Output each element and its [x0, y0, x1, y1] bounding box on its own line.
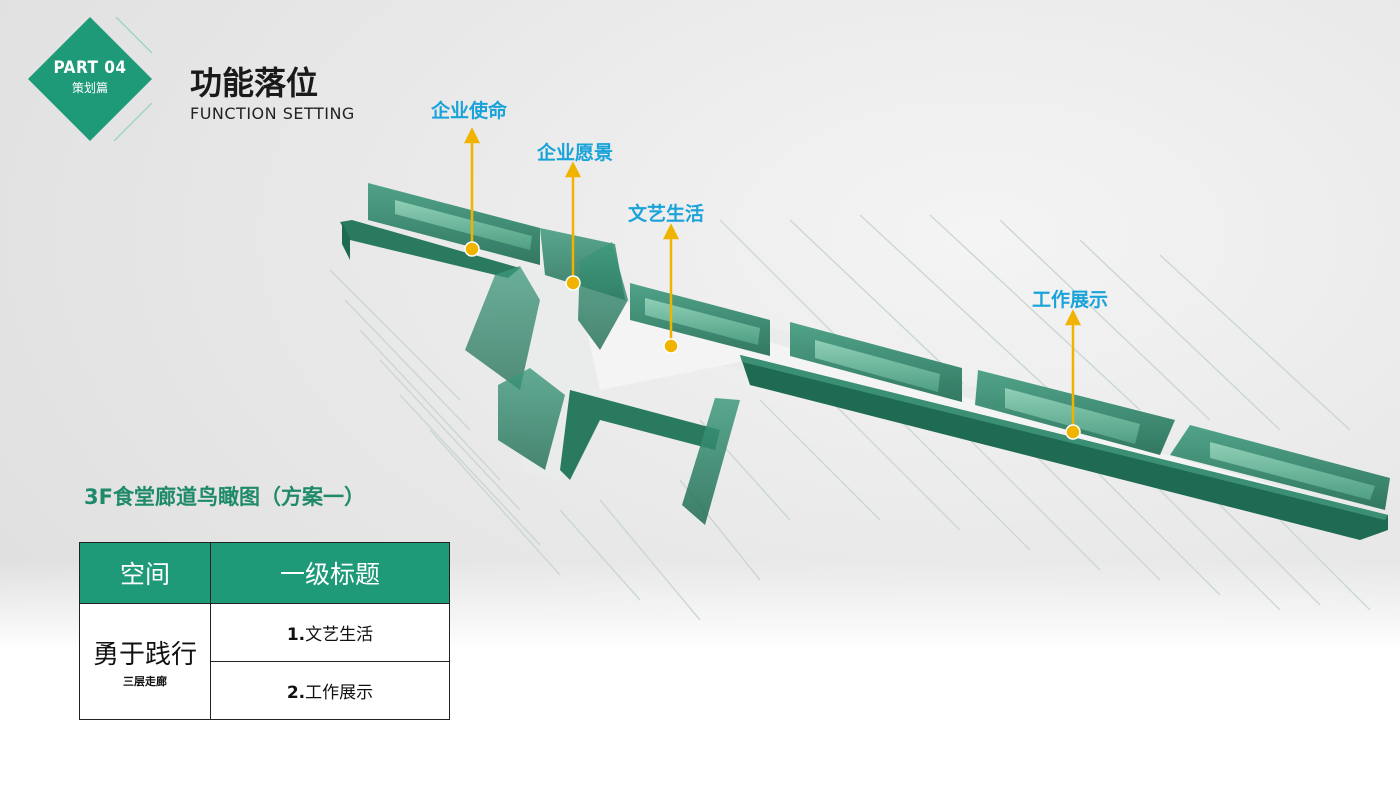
- table-row: 勇于践行 三层走廊 1.文艺生活: [79, 603, 450, 720]
- part-badge-text: PART 04 策划篇: [28, 58, 152, 96]
- table-header-row: 空间 一级标题: [79, 542, 450, 604]
- display-wall-6: [1170, 425, 1390, 510]
- part-badge: [28, 17, 152, 141]
- callout-arrows: [463, 127, 1082, 431]
- callout-markers: [464, 241, 1081, 440]
- front-wall-top: [740, 355, 1388, 520]
- space-cell: 勇于践行 三层走廊: [79, 603, 211, 720]
- row-text: 文艺生活: [305, 625, 374, 645]
- page-subtitle: FUNCTION SETTING: [190, 104, 355, 123]
- wall-lower-left: [498, 368, 565, 470]
- page-title: 功能落位: [190, 64, 319, 102]
- wall-pillar-left: [465, 266, 540, 390]
- wall-pillar-center: [578, 242, 628, 350]
- figure-caption: 3F食堂廊道鸟瞰图（方案一）: [84, 485, 365, 509]
- wall-lower-corner: [560, 390, 720, 480]
- part-sub-label: 策划篇: [71, 81, 108, 95]
- display-wall-4: [790, 322, 962, 402]
- row-number: 2.: [286, 683, 306, 703]
- callout-mission: 企业使命: [431, 100, 508, 122]
- function-table: 空间 一级标题 勇于践行 三层走廊 1.文艺生活 2.工作展示: [79, 542, 450, 720]
- floor-hatching: [329, 214, 1371, 621]
- table-header-space: 空间: [79, 542, 211, 604]
- wall-left-outer: [342, 222, 350, 260]
- display-wall-3: [630, 283, 770, 356]
- wall-lower-post: [682, 398, 740, 525]
- title-cell-2: 2.工作展示: [210, 661, 450, 720]
- callout-work-display: 工作展示: [1032, 289, 1109, 311]
- table-row: 2.工作展示: [80, 661, 450, 720]
- display-wall-1: [368, 183, 540, 265]
- row-number: 1.: [286, 625, 306, 645]
- wall-left-upper: [340, 220, 520, 278]
- part-label: PART 04: [53, 58, 127, 78]
- space-sub-label: 三层走廊: [123, 675, 167, 688]
- title-cell-1: 1.文艺生活: [210, 603, 450, 662]
- space-main-label: 勇于践行: [92, 640, 197, 670]
- callout-culture-life: 文艺生活: [628, 203, 705, 225]
- callout-vision: 企业愿景: [537, 142, 614, 164]
- table-header-title: 一级标题: [210, 542, 450, 604]
- row-text: 工作展示: [305, 683, 374, 703]
